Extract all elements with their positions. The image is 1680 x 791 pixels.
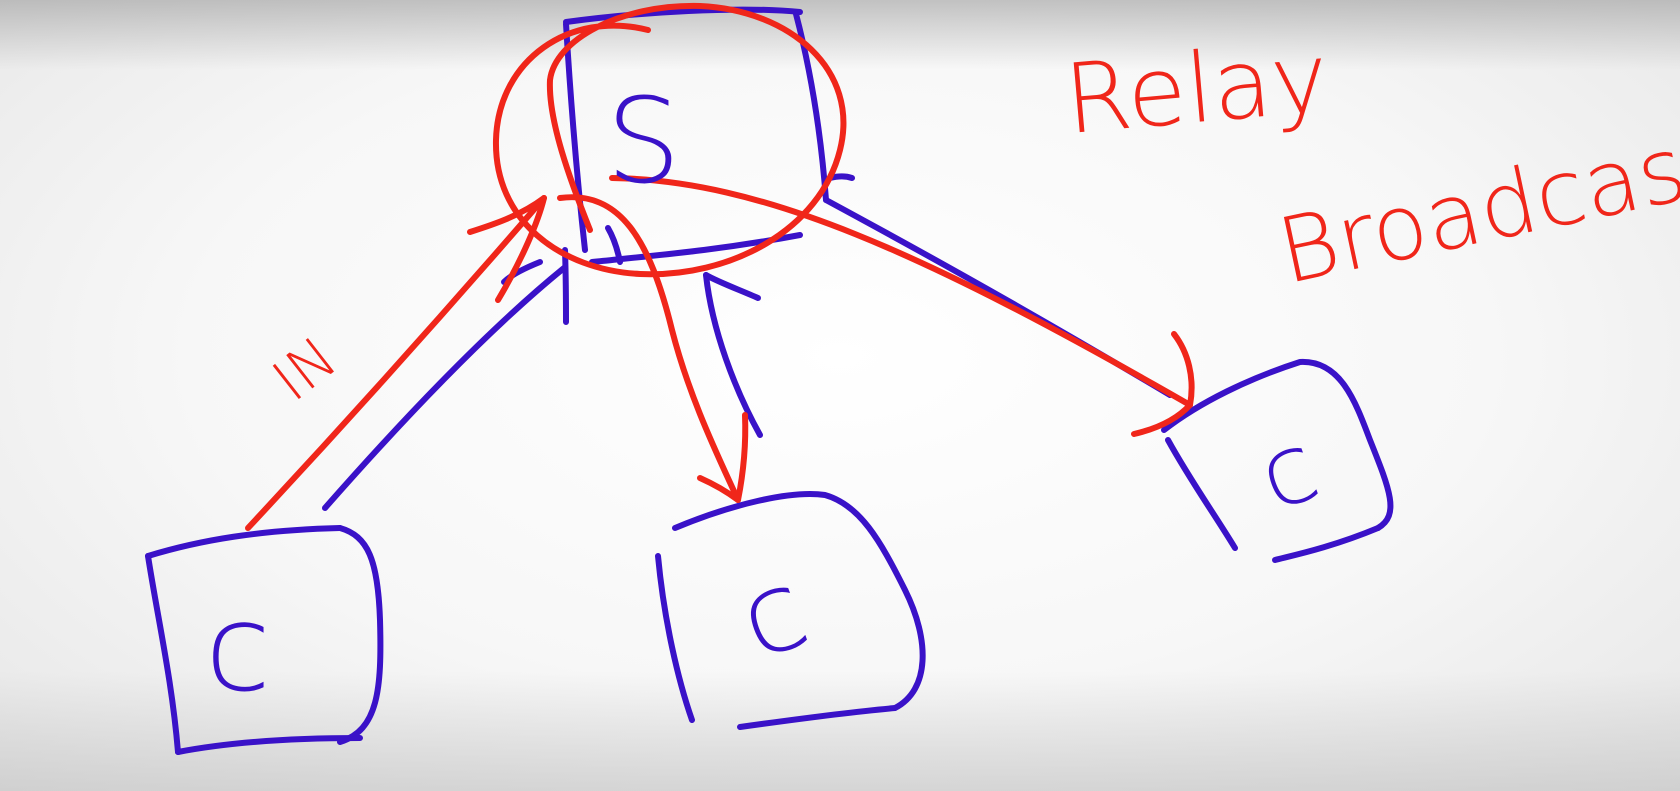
client-box-right <box>1161 358 1394 563</box>
client-box-middle <box>655 491 926 730</box>
in-label: IN <box>260 324 350 415</box>
blue-ink-layer <box>145 6 1394 755</box>
client-label-left: c <box>205 580 271 719</box>
broadcast-arrow-middle <box>557 194 749 503</box>
red-ink-layer <box>245 2 1195 531</box>
broadcast-label: Broadcast <box>1269 109 1680 305</box>
in-arrow <box>245 195 547 531</box>
server-label: S <box>606 72 681 210</box>
blue-connections <box>322 173 1173 511</box>
client-label-middle: c <box>722 544 823 685</box>
client-label-right: c <box>1244 410 1332 533</box>
broadcast-arrow-right <box>609 175 1195 437</box>
client-box-left <box>145 525 384 755</box>
relay-label: Relay <box>1060 22 1333 157</box>
server-box <box>563 6 829 265</box>
server-highlight-circle <box>492 2 847 278</box>
